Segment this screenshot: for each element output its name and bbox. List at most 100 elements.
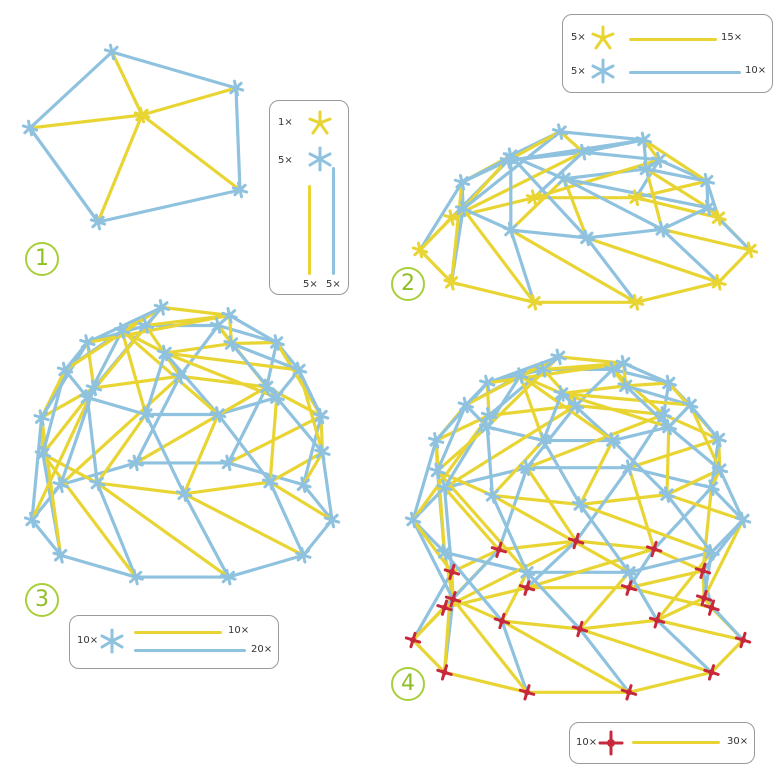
blue-rod	[216, 323, 279, 345]
strut-rod	[182, 492, 305, 557]
yellow-hub	[411, 241, 429, 259]
strut-rod	[485, 355, 561, 385]
strut-rod	[655, 618, 745, 642]
strut-rod	[95, 481, 138, 579]
yellow-hub	[443, 274, 460, 291]
strut-rod	[644, 167, 709, 183]
strut-rod	[578, 570, 631, 631]
blue-hub	[156, 344, 174, 362]
strut-rod	[449, 150, 585, 220]
strut-rod	[268, 480, 334, 522]
yellow-rod	[268, 450, 325, 484]
red-hub	[493, 612, 511, 630]
strut-rod	[560, 391, 692, 407]
strut-rod	[442, 486, 454, 574]
red-hub	[436, 664, 453, 681]
strut-rod	[574, 466, 631, 543]
strut-rod	[701, 486, 714, 573]
strut-rod	[41, 395, 89, 456]
blue-hub	[427, 432, 445, 449]
strut-rod	[461, 207, 536, 304]
strut-rod	[624, 384, 692, 407]
yellow-hub-icon	[591, 25, 615, 50]
strut-rod	[500, 619, 529, 694]
strut-rod	[226, 385, 269, 465]
yellow-rod	[497, 539, 578, 552]
blue-hub	[479, 418, 496, 436]
blue-rod	[611, 367, 671, 385]
strut-rod	[59, 374, 182, 487]
strut-rod	[144, 313, 232, 328]
yellow-rod	[411, 638, 447, 674]
strut-rod	[578, 627, 631, 694]
yellow-rod	[490, 493, 582, 507]
yellow-rod	[140, 86, 238, 117]
dome-step-2	[411, 123, 759, 311]
red-hub	[648, 612, 666, 629]
strut-rod	[525, 547, 656, 590]
strut-rod	[525, 412, 666, 470]
blue-hub	[650, 151, 668, 169]
strut-rod	[163, 351, 220, 417]
blue-hub	[56, 361, 74, 379]
strut-rod	[229, 340, 279, 346]
strut-rod	[435, 403, 468, 473]
strut-rod	[490, 438, 545, 498]
strut-rod	[665, 425, 671, 497]
blue-hub	[518, 459, 536, 477]
blue-hub	[231, 181, 249, 199]
blue-hub	[703, 544, 720, 561]
blue-hub	[512, 367, 529, 384]
yellow-rod-quantity: 15×	[721, 32, 743, 43]
blue-hub	[454, 200, 472, 218]
blue-hub	[295, 546, 312, 564]
strut-rod	[39, 340, 89, 420]
strut-rod	[85, 395, 99, 485]
blue-hub	[620, 459, 638, 477]
strut-rod	[268, 480, 305, 557]
strut-rod	[435, 469, 529, 574]
blue-hub	[221, 307, 238, 324]
strut-rod	[411, 413, 491, 522]
strut-rod	[665, 493, 745, 522]
strut-rod	[718, 468, 745, 522]
yellow-hub	[443, 209, 460, 226]
yellow-hub	[525, 293, 543, 311]
blue-hub	[127, 568, 144, 586]
yellow-hub	[627, 189, 645, 207]
yellow-rod-quantity: 30×	[727, 736, 749, 747]
blue-rod	[301, 483, 334, 522]
strut-rod	[644, 167, 710, 210]
blue-hub	[550, 348, 567, 366]
blue-rod	[660, 206, 710, 231]
blue-hub	[223, 335, 240, 352]
yellow-rod	[28, 113, 144, 130]
blue-hub-quantity: 5×	[571, 66, 586, 77]
blue-hub	[220, 568, 237, 586]
blue-hub	[457, 396, 474, 414]
strut-rod	[578, 627, 714, 674]
yellow-rod	[442, 670, 529, 694]
red-hub-quantity: 10×	[576, 737, 598, 748]
yellow-hub	[710, 209, 727, 226]
strut-rod	[506, 130, 562, 163]
red-hub	[620, 579, 638, 596]
strut-rod	[227, 313, 279, 345]
yellow-hub	[133, 106, 151, 124]
blue-hub	[436, 544, 453, 561]
step-number-4: 4	[391, 667, 425, 701]
strut-rod	[297, 368, 323, 418]
strut-rod	[442, 486, 501, 552]
blue-hub-quantity: 5×	[278, 155, 293, 166]
strut-rod	[442, 413, 491, 490]
blue-hub-icon	[591, 58, 615, 84]
strut-rod	[182, 492, 230, 579]
yellow-rod	[574, 539, 656, 551]
blue-hub	[89, 213, 107, 231]
red-hub	[734, 631, 752, 649]
blue-hub	[153, 299, 171, 316]
strut-rod	[449, 180, 464, 284]
yellow-rod	[418, 248, 454, 284]
strut-rod	[490, 493, 529, 574]
yellow-rod	[95, 481, 186, 496]
